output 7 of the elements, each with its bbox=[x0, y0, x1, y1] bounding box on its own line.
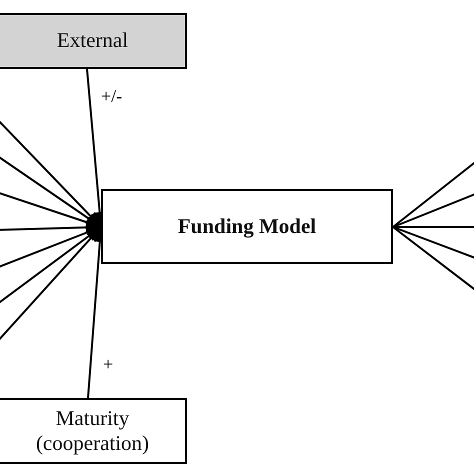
external-box: External bbox=[0, 13, 187, 69]
process-box: Funding Model bbox=[101, 189, 393, 264]
maturity-box: Maturity (cooperation) bbox=[0, 398, 187, 464]
line bbox=[392, 159, 474, 228]
line bbox=[393, 226, 474, 228]
line bbox=[392, 192, 474, 228]
line bbox=[392, 226, 474, 293]
